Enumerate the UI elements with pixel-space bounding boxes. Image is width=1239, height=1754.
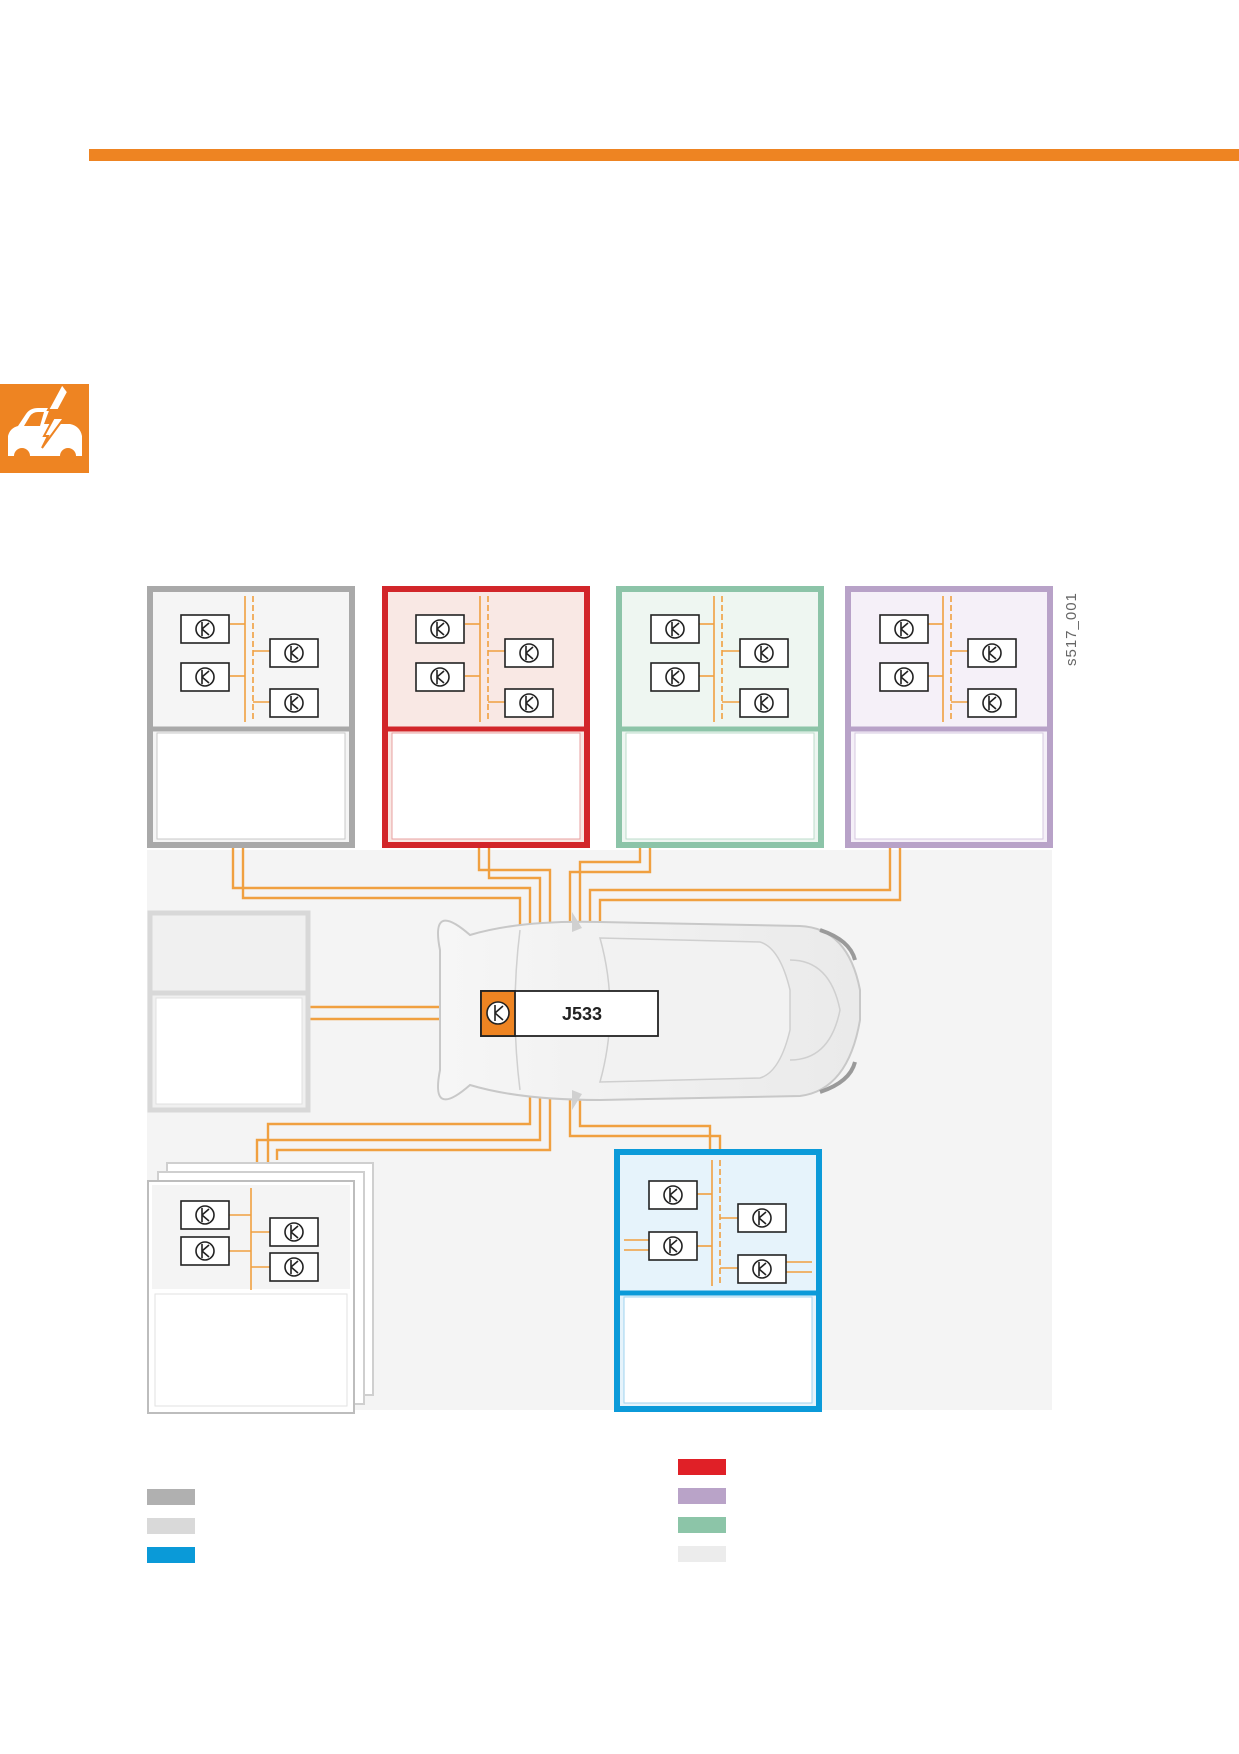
legend-swatch-purple [678, 1488, 726, 1504]
header-orange-rule [89, 149, 1239, 161]
node-icon [180, 662, 230, 692]
bus-box-comfort [616, 586, 824, 848]
gateway-node-icon [486, 1001, 510, 1025]
bus-box-infotainment [845, 586, 1053, 848]
gateway-label: J533 [562, 1004, 602, 1024]
gateway-j533: J533 [480, 990, 659, 1037]
legend-swatch-green [678, 1517, 726, 1533]
bus-box-extended [614, 1149, 822, 1412]
figure-id: s517_001 [1063, 592, 1080, 666]
legend-swatch-grey [147, 1489, 195, 1505]
bus-box-drivetrain [147, 586, 355, 848]
bus-box-chassis [382, 586, 590, 848]
legend-swatch-blue [147, 1547, 195, 1563]
legend-swatch-white [678, 1546, 726, 1562]
node-icon [269, 688, 319, 718]
section-tab [0, 384, 89, 473]
node-icon [180, 614, 230, 644]
legend-swatch-lightgrey [147, 1518, 195, 1534]
node-icon [269, 638, 319, 668]
legend-swatch-red [678, 1459, 726, 1475]
bus-box-sub-stack [147, 1162, 374, 1414]
bus-box-diagnosis [147, 910, 311, 1113]
car-electrics-icon [0, 384, 89, 473]
